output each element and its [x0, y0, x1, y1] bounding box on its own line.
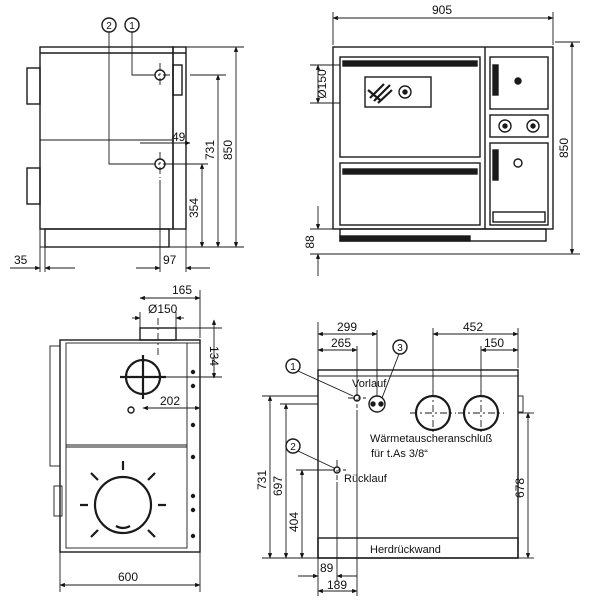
dim-850-side: 850 — [221, 140, 235, 160]
front-top-rail — [339, 235, 471, 242]
rear-marker-1-circle — [285, 358, 301, 374]
dim-697: 697 — [271, 476, 285, 496]
dim-150: 150 — [484, 336, 504, 350]
oven-door-lower — [339, 162, 481, 226]
oven-door-handle-lower — [342, 168, 478, 175]
dim-905: 905 — [432, 3, 452, 17]
top-view: 165 Ø150 134 202 600 — [49, 283, 222, 592]
oven-viewing-window — [364, 76, 432, 108]
dim-134: 134 — [207, 346, 221, 366]
rear-marker-1-text: 1 — [290, 362, 296, 373]
ash-door-knob — [513, 158, 523, 168]
label-exchanger-1: Wärmetauscheranschluß — [370, 433, 493, 445]
side-back-panel — [172, 46, 187, 230]
dim-354-side: 354 — [187, 198, 201, 218]
dim-299: 299 — [337, 320, 357, 334]
dim-flue-front: Ø150 — [315, 69, 329, 99]
dim-265: 265 — [331, 336, 351, 350]
ash-drawer — [492, 211, 546, 223]
dim-850-front: 850 — [557, 138, 571, 158]
dim-flue-top: Ø150 — [148, 302, 178, 316]
fire-symbol — [367, 83, 393, 104]
dim-35: 35 — [14, 253, 28, 267]
top-body — [59, 339, 201, 553]
dim-404: 404 — [287, 512, 301, 532]
dim-189: 189 — [327, 578, 347, 592]
control-knob-right — [526, 119, 540, 133]
dim-678: 678 — [513, 478, 527, 498]
dim-88: 88 — [303, 235, 317, 249]
dim-202: 202 — [160, 394, 180, 408]
side-body — [39, 46, 174, 230]
rear-side-stub — [517, 395, 524, 413]
rear-marker-2-text: 2 — [290, 442, 296, 453]
marker-2-text: 2 — [106, 21, 112, 32]
side-handle-lower — [26, 167, 41, 205]
top-hotplate — [93, 475, 153, 535]
marker-1-text: 1 — [129, 21, 135, 32]
dim-165: 165 — [172, 283, 192, 297]
side-view: 2 1 49 731 850 354 35 97 — [10, 17, 244, 272]
firebox-knob — [514, 77, 522, 85]
rear-marker-3-text: 3 — [397, 343, 403, 354]
side-flue-outlet — [172, 64, 183, 96]
dim-97: 97 — [163, 253, 177, 267]
dim-49: 49 — [172, 130, 186, 144]
front-body — [332, 46, 554, 230]
top-small-hole — [127, 406, 135, 414]
oven-door-handle-upper — [342, 60, 478, 67]
label-ruecklauf: Rücklauf — [344, 473, 388, 485]
ash-door-handle — [492, 149, 499, 181]
control-panel — [489, 114, 549, 138]
side-plinth — [44, 228, 170, 248]
dim-89: 89 — [320, 561, 334, 575]
dim-452: 452 — [463, 320, 483, 334]
dim-600: 600 — [118, 570, 138, 584]
rear-marker-3-circle — [392, 339, 408, 355]
front-view: 905 Ø150 850 88 — [303, 3, 580, 276]
thermometer-dial — [398, 85, 412, 99]
firebox-door — [489, 56, 549, 110]
firebox-handle — [492, 64, 499, 96]
label-vorlauf: Vorlauf — [352, 378, 387, 390]
control-knob-left — [498, 119, 512, 133]
dim-731-rear: 731 — [255, 470, 269, 490]
dim-731-side: 731 — [203, 140, 217, 160]
side-handle-upper — [26, 67, 41, 105]
oven-door-upper — [339, 56, 481, 158]
label-exchanger-2: für t.As 3/8“ — [371, 448, 428, 460]
label-rear-wall: Herdrückwand — [370, 544, 441, 556]
rear-view: 1 3 2 Vorlauf Wärmetauscheranschluß für … — [255, 320, 534, 596]
rear-wall-band — [317, 537, 519, 559]
ash-door — [489, 142, 549, 226]
